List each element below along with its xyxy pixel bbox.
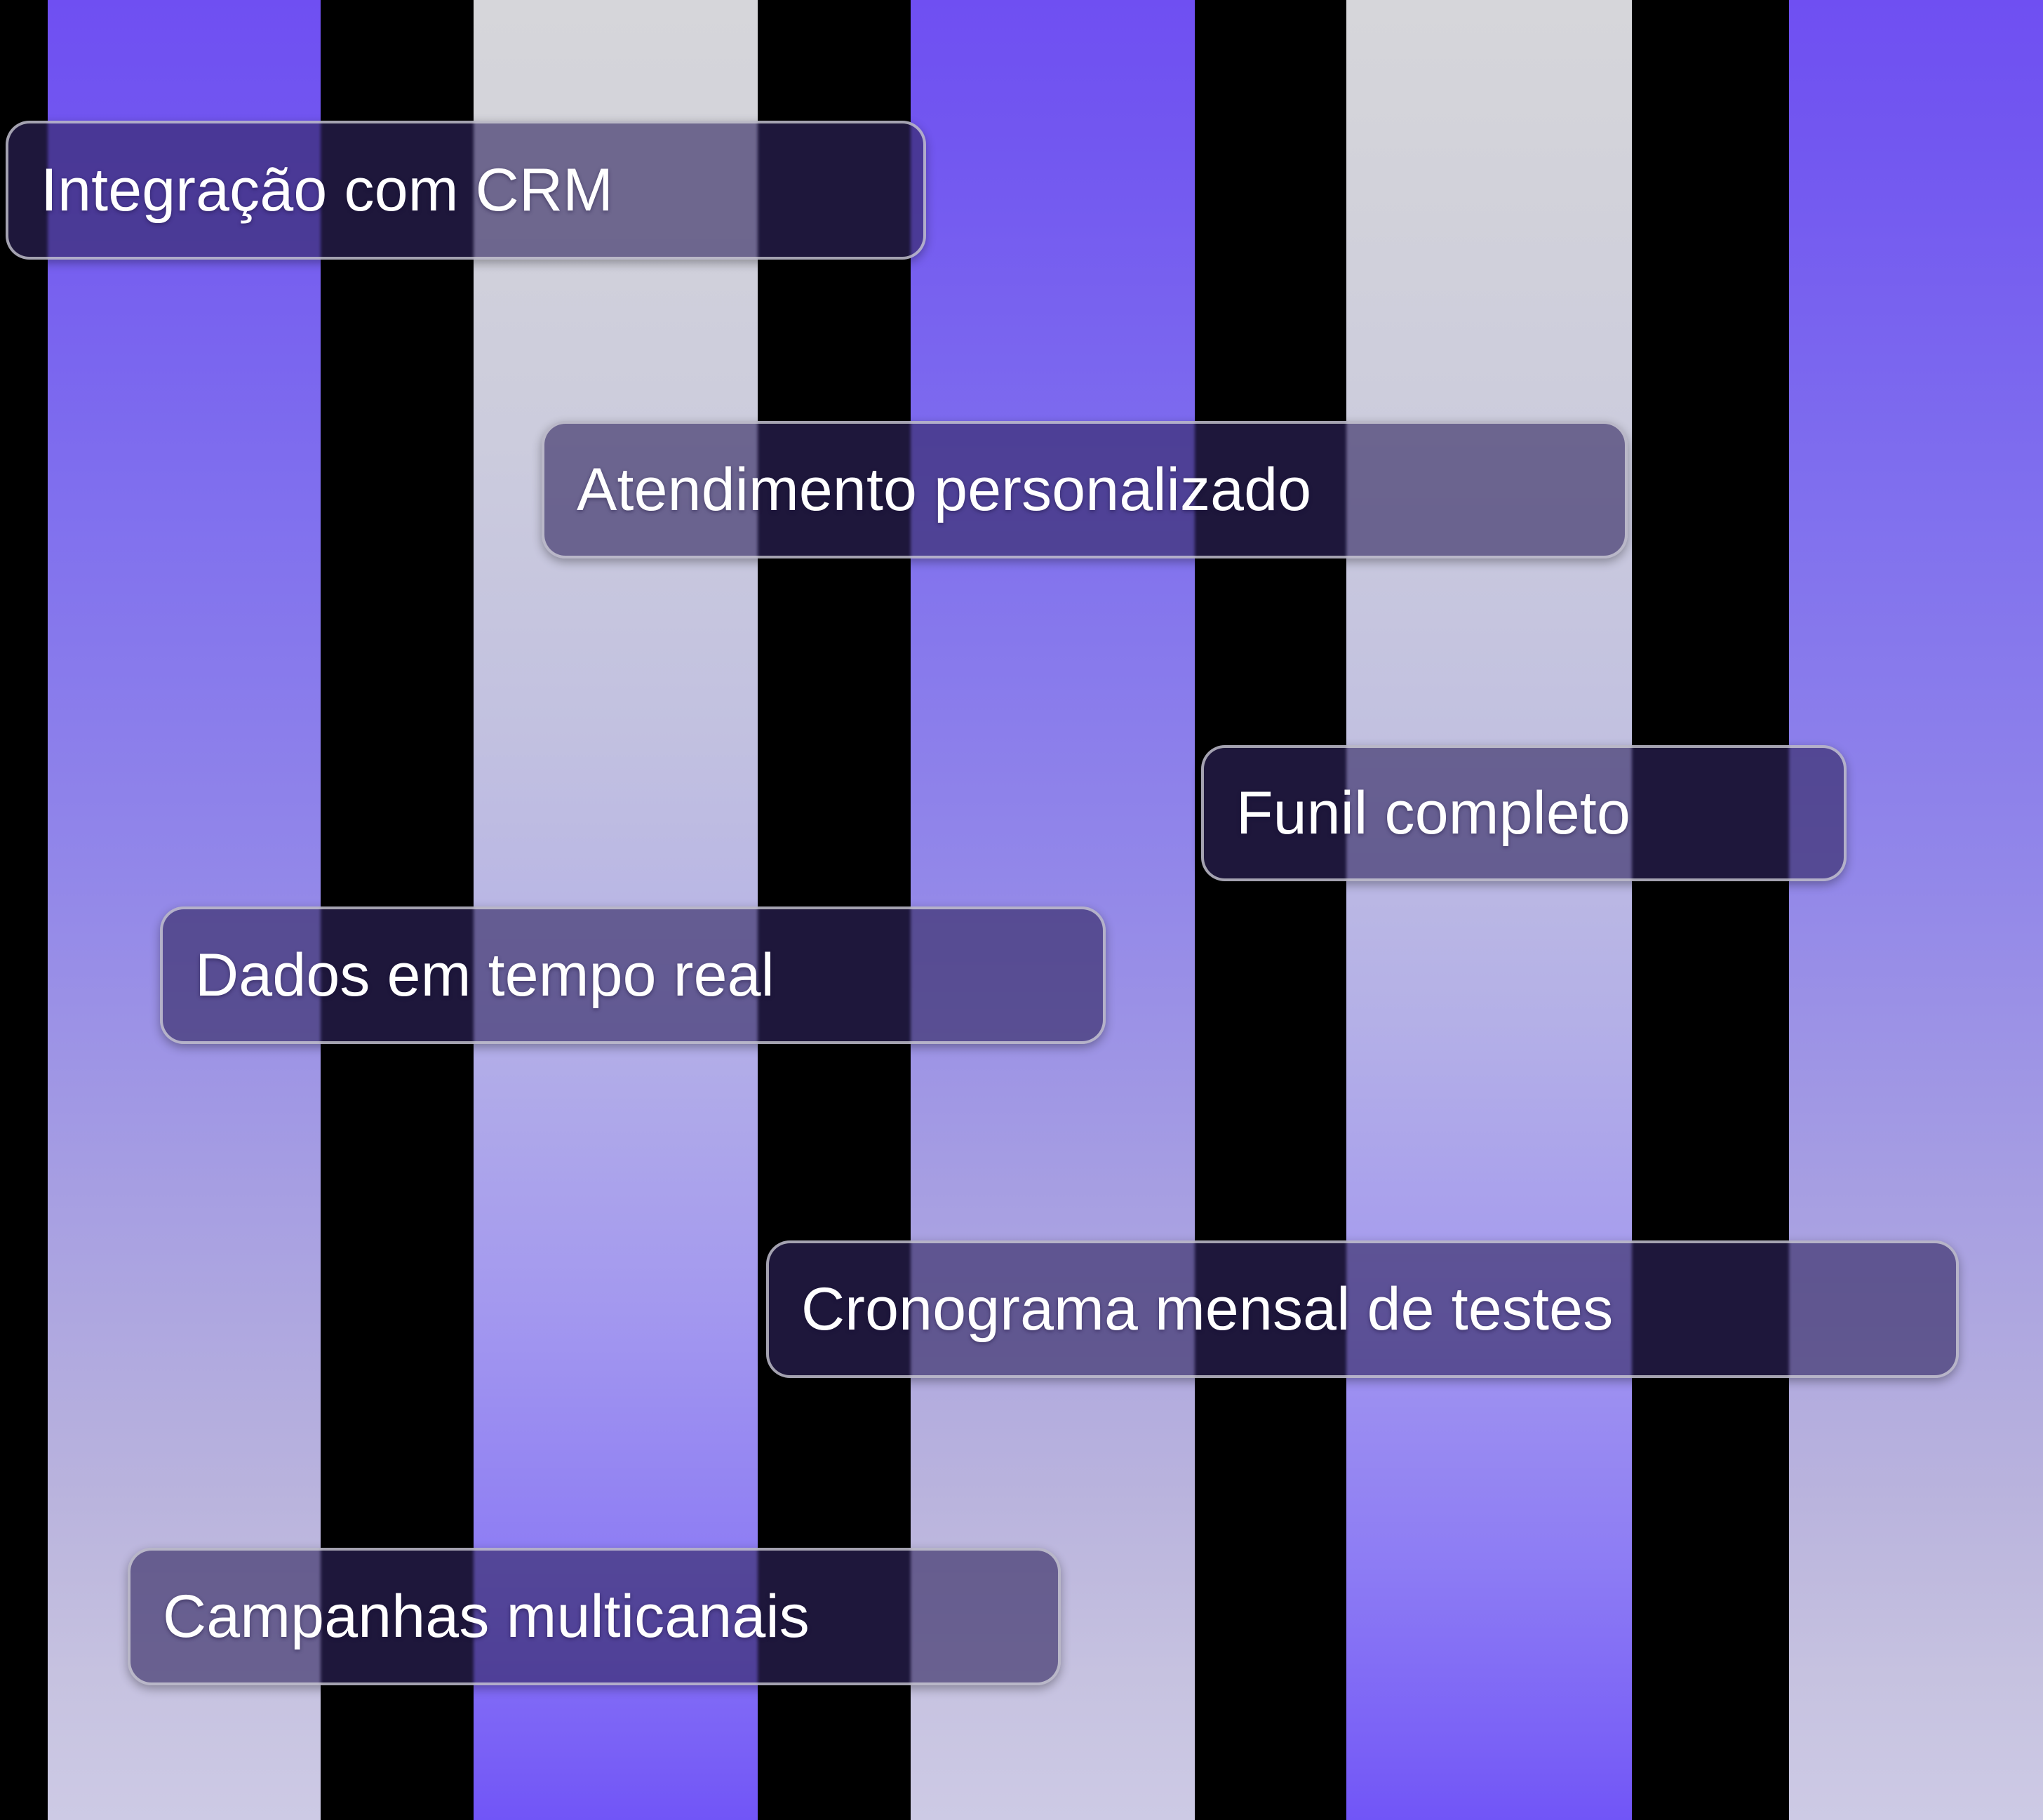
stripe-grey-2 — [1346, 0, 1632, 1820]
feature-pill-integracao-com-crm[interactable]: Integração com CRM — [6, 121, 926, 260]
feature-pill-label: Cronograma mensal de testes — [801, 1275, 1614, 1343]
stripe-purple-3 — [1789, 0, 2043, 1820]
feature-pill-atendimento-personalizado[interactable]: Atendimento personalizado — [542, 421, 1628, 558]
feature-pill-label: Campanhas multicanais — [163, 1582, 810, 1650]
feature-pill-funil-completo[interactable]: Funil completo — [1201, 745, 1847, 881]
feature-pill-label: Funil completo — [1236, 779, 1631, 847]
feature-pill-campanhas-multicanais[interactable]: Campanhas multicanais — [128, 1548, 1061, 1685]
feature-pill-label: Integração com CRM — [41, 156, 614, 224]
feature-pill-dados-em-tempo-real[interactable]: Dados em tempo real — [160, 906, 1106, 1044]
feature-pill-label: Atendimento personalizado — [577, 455, 1312, 523]
feature-pill-label: Dados em tempo real — [195, 941, 775, 1009]
feature-pill-cronograma-mensal-de-testes[interactable]: Cronograma mensal de testes — [766, 1240, 1959, 1378]
